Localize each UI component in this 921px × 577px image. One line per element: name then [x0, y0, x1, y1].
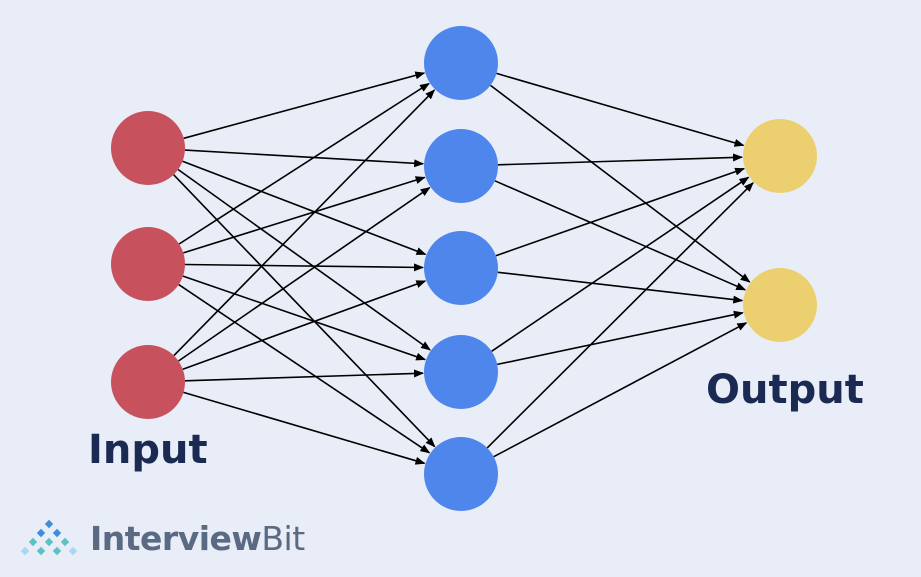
output-layer-label: Output — [706, 367, 864, 413]
neuron-nodes — [111, 26, 817, 511]
arrow-input-2-to-hidden-4 — [182, 275, 427, 361]
arrow-input-2-to-hidden-3 — [184, 263, 424, 272]
output-node-2 — [743, 268, 817, 342]
logo-diamond — [28, 537, 38, 547]
input-layer-label: Input — [88, 427, 208, 473]
arrow-input-2-to-hidden-5 — [178, 283, 431, 454]
arrow-hidden-1-to-output-1 — [496, 72, 745, 147]
logo-diamond — [68, 546, 78, 556]
arrow-input-1-to-hidden-2 — [184, 149, 425, 168]
output-node-1 — [743, 119, 817, 193]
brand-name-strong: Interview — [90, 518, 262, 558]
logo-diamond — [44, 519, 54, 529]
input-node-2 — [111, 227, 185, 301]
logo-diamond — [52, 546, 62, 556]
logo-diamond — [44, 537, 54, 547]
arrow-input-2-to-hidden-1 — [178, 82, 430, 245]
hidden-node-2 — [424, 129, 498, 203]
logo-diamond — [36, 546, 46, 556]
arrow-input-3-to-hidden-4 — [184, 369, 424, 382]
hidden-node-5 — [424, 437, 498, 511]
arrow-hidden-4-to-output-1 — [491, 176, 750, 352]
input-node-1 — [111, 111, 185, 185]
arrow-input-1-to-hidden-3 — [182, 160, 427, 256]
arrow-hidden-4-to-output-2 — [497, 310, 744, 366]
arrow-input-3-to-hidden-3 — [182, 280, 427, 371]
arrow-input-1-to-hidden-1 — [183, 71, 426, 140]
arrow-hidden-3-to-output-2 — [497, 271, 744, 304]
arrow-hidden-3-to-output-1 — [495, 167, 746, 257]
input-node-3 — [111, 345, 185, 419]
arrow-hidden-2-to-output-2 — [494, 180, 747, 291]
brand-name: InterviewBit — [90, 519, 305, 558]
brand-name-light: Bit — [261, 518, 305, 558]
logo-diamond — [60, 537, 70, 547]
arrow-input-3-to-hidden-5 — [183, 391, 426, 465]
logo-diamond — [20, 546, 30, 556]
arrow-hidden-5-to-output-2 — [493, 322, 748, 458]
arrow-hidden-2-to-output-1 — [497, 153, 743, 166]
brand-logo: InterviewBit — [14, 513, 305, 563]
connection-arrows — [173, 71, 754, 465]
logo-diamond — [36, 528, 46, 538]
arrow-hidden-1-to-output-2 — [490, 84, 751, 283]
arrow-input-3-to-hidden-1 — [173, 89, 436, 357]
arrow-input-3-to-hidden-2 — [178, 186, 431, 362]
hidden-node-1 — [424, 26, 498, 100]
arrow-input-1-to-hidden-4 — [177, 168, 431, 351]
arrow-hidden-5-to-output-1 — [486, 182, 754, 449]
arrow-input-2-to-hidden-2 — [183, 176, 426, 254]
diamond-lattice-icon — [20, 519, 78, 556]
hidden-node-3 — [424, 231, 498, 305]
hidden-node-4 — [424, 335, 498, 409]
logo-diamond — [52, 528, 62, 538]
